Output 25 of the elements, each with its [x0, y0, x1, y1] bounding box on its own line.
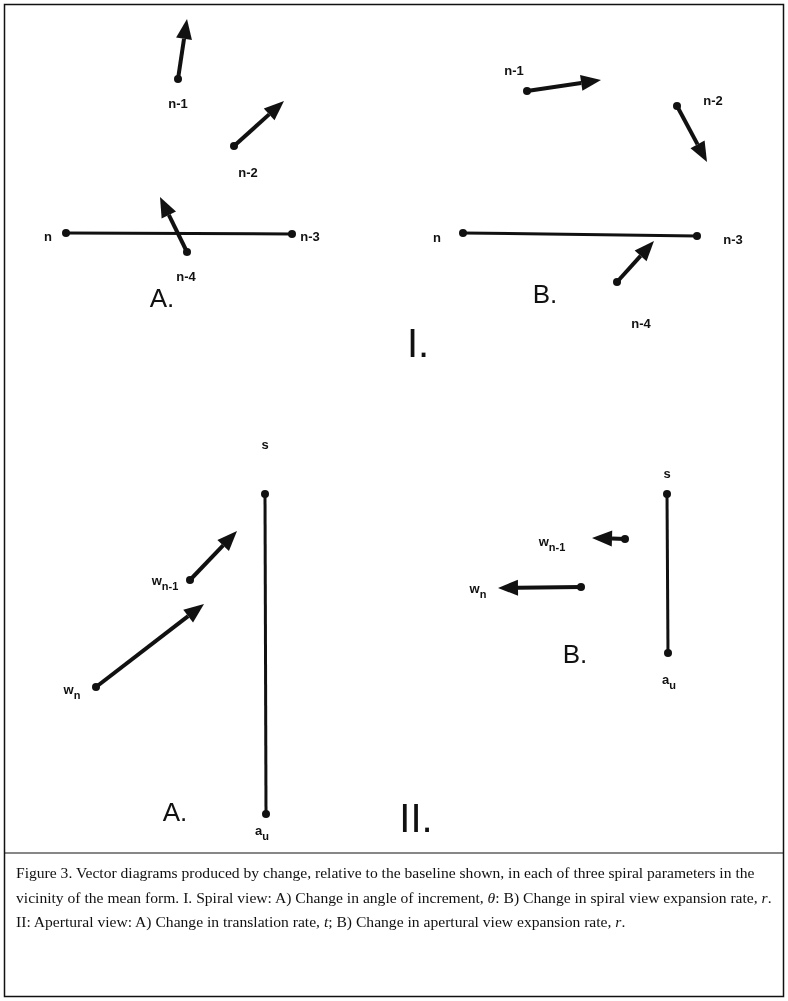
point-label: n-4 [176, 269, 196, 283]
point-label: a$_{u}$ [255, 824, 269, 842]
point-label: n-4 [631, 316, 651, 330]
panel-letter: B. [532, 281, 558, 307]
point-label: a$_{u}$ [662, 673, 676, 691]
section-numeral: II. [399, 798, 433, 838]
point-label: n [44, 229, 52, 243]
point-label: n-2 [703, 93, 723, 107]
point-label: n [433, 230, 441, 244]
figure-caption: Figure 3. Vector diagrams produced by change, relative to the baseline shown, in each of three spiral parameters in the vicinity of the mean form. I. Spiral view: A) Change in angle of increment, θ: B) Change in spiral view expansion rate, r. II: Apertural view: A) Change in translation rate, t; B) Change in apertural view expansion rate, r. [16, 863, 773, 932]
point-label: n-2 [238, 165, 258, 179]
point-label: n-3 [723, 232, 743, 246]
section-numeral: I. [406, 323, 430, 363]
panel-letter: B. [562, 641, 588, 667]
point-label: n-3 [300, 229, 320, 243]
point-label: w$_{n-1}$ [151, 574, 179, 592]
point-label: w$_{n}$ [469, 582, 487, 600]
point-label: w$_{n-1}$ [538, 535, 566, 553]
point-label: n-1 [168, 96, 188, 110]
panel-letter: A. [162, 799, 188, 825]
point-label: w$_{n}$ [63, 683, 81, 701]
point-label: n-1 [504, 63, 524, 77]
panel-letter: A. [149, 285, 175, 311]
point-label: s [663, 466, 671, 480]
point-label: s [261, 437, 269, 451]
